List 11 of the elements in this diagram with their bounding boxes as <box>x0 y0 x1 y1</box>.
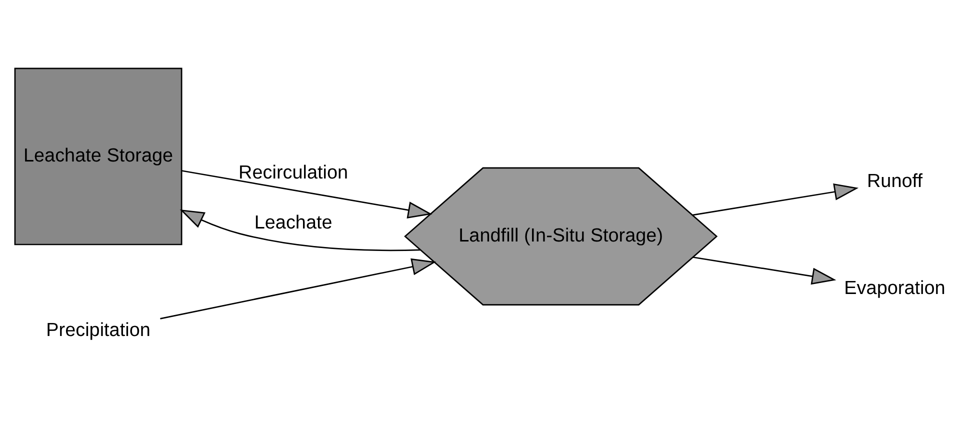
node-text: Precipitation <box>46 320 150 341</box>
arrow <box>692 182 858 216</box>
node-box: Leachate Storage <box>14 67 182 245</box>
arrow <box>160 258 436 319</box>
edge-label: Recirculation <box>238 162 348 183</box>
node-text: Evaporation <box>844 278 945 299</box>
arrow <box>179 208 420 251</box>
node-text: Runoff <box>866 170 922 192</box>
edge-label: Leachate <box>254 212 332 234</box>
arrow <box>181 170 432 218</box>
arrow <box>692 256 836 284</box>
